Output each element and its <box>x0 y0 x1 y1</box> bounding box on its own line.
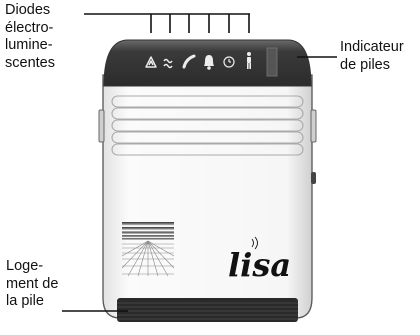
grip-grooves <box>111 95 304 156</box>
signal-icon <box>251 236 258 250</box>
side-knob <box>311 172 316 184</box>
side-button-right <box>310 109 317 143</box>
phone-icon <box>182 54 196 69</box>
battery-indicator-label: Indicateur de piles <box>340 39 404 73</box>
battery-indicator <box>266 47 278 77</box>
leds-label: Diodes électro- lumine- scentes <box>5 2 55 71</box>
person-icon <box>247 52 251 69</box>
alarm-clock-icon <box>223 56 235 68</box>
waves-icon <box>163 58 173 69</box>
battery-compartment <box>117 298 298 322</box>
bell-icon <box>204 55 214 70</box>
fire-icon <box>145 56 157 68</box>
side-button-left <box>98 109 105 143</box>
led-callout-lines <box>84 13 250 33</box>
brand-logo: lisa <box>228 246 291 284</box>
grid-logo <box>121 222 175 277</box>
battery-slot-label: Loge- ment de la pile <box>6 258 59 309</box>
